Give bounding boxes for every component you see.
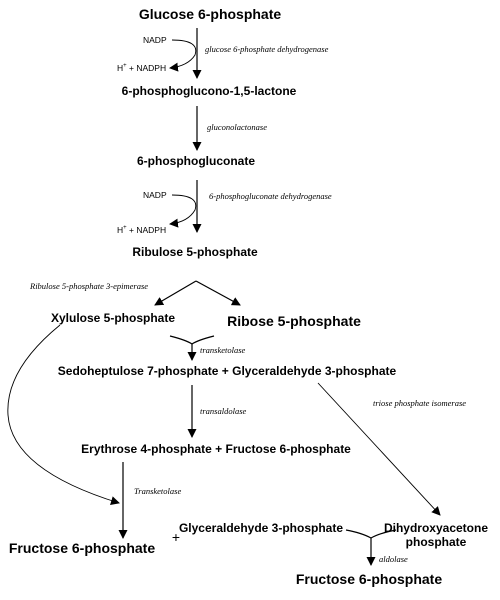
erythrose-fructose-label: Erythrose 4-phosphate + Fructose 6-phosp…	[81, 442, 351, 456]
h-nadph-label-1: H+ + NADPH	[117, 63, 166, 73]
enzyme-transaldolase: transaldolase	[200, 406, 247, 416]
glyceraldehyde-3-phosphate-label: Glyceraldehyde 3-phosphate	[179, 521, 343, 535]
enzyme-tpi: triose phosphate isomerase	[373, 398, 466, 408]
enzyme-gluconolactonase: gluconolactonase	[207, 122, 267, 132]
plus-sign: +	[172, 529, 180, 545]
fructose-6-phosphate-left-label: Fructose 6-phosphate	[9, 540, 155, 556]
arrow-ribulose-to-ribose	[195, 280, 241, 306]
nadp-label-1: NADP	[143, 35, 167, 45]
h-nadph-label-2: H+ + NADPH	[117, 225, 166, 235]
arrow-xylulose-to-fructose	[7, 324, 120, 505]
cofactor-curve-2	[169, 194, 197, 228]
fructose-6-phosphate-bottom-label: Fructose 6-phosphate	[296, 571, 442, 587]
glucose-6-phosphate-label: Glucose 6-phosphate	[139, 6, 282, 22]
xylulose-5-phosphate-label: Xylulose 5-phosphate	[51, 311, 175, 325]
phosphogluconate-label: 6-phosphogluconate	[137, 154, 255, 168]
dhap-label-line2: phosphate	[406, 535, 467, 549]
phosphoglucono-lactone-label: 6-phosphoglucono-1,5-lactone	[122, 84, 297, 98]
ribose-5-phosphate-label: Ribose 5-phosphate	[227, 313, 361, 329]
enzyme-g6pd: glucose 6-phosphate dehydrogenase	[205, 44, 329, 54]
enzyme-pgd: 6-phosphogluconate dehydrogenase	[209, 191, 332, 201]
enzyme-transketolase-2: Transketolase	[134, 486, 181, 496]
dhap-label-line1: Dihydroxyacetone	[384, 521, 488, 535]
nadp-label-2: NADP	[143, 190, 167, 200]
arrow-g3p-to-dhap	[317, 382, 441, 516]
enzyme-epimerase: Ribulose 5-phosphate 3-epimerase	[29, 281, 148, 291]
ribulose-5-phosphate-label: Ribulose 5-phosphate	[132, 245, 258, 259]
cofactor-curve-1	[169, 39, 197, 72]
enzyme-transketolase-1: transketolase	[200, 345, 246, 355]
transketolase-join	[169, 335, 215, 345]
sedoheptulose-g3p-label: Sedoheptulose 7-phosphate + Glyceraldehy…	[58, 364, 397, 378]
enzyme-aldolase: aldolase	[379, 554, 408, 564]
arrow-ribulose-to-xylulose	[154, 280, 197, 306]
